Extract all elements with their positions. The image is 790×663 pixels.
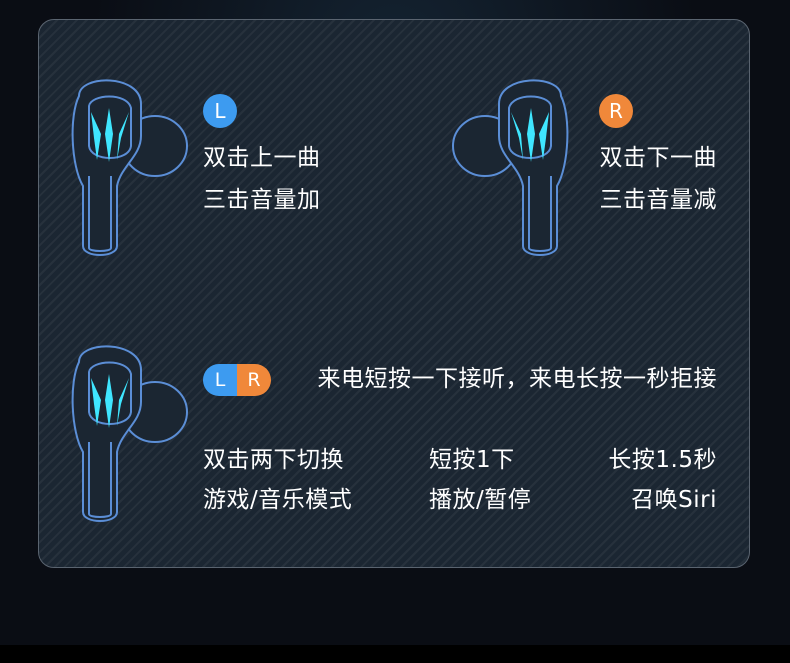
both-badge: L R — [203, 364, 271, 396]
call-instructions: 来电短按一下接听，来电长按一秒拒接 — [317, 366, 717, 392]
earbud-right-icon — [449, 76, 579, 261]
right-line2: 三击音量减 — [599, 187, 717, 213]
earbud-left-icon — [61, 76, 191, 261]
play-pause-line2: 播放/暂停 — [429, 487, 532, 513]
both-badge-right: R — [237, 364, 271, 396]
play-pause-line1: 短按1下 — [429, 447, 515, 473]
left-badge: L — [203, 94, 237, 128]
mode-switch-line2: 游戏/音乐模式 — [203, 487, 353, 513]
siri-line1: 长按1.5秒 — [608, 447, 717, 473]
left-line1: 双击上一曲 — [203, 145, 321, 171]
controls-card: L 双击上一曲 三击音量加 — [38, 19, 750, 568]
mode-switch-line1: 双击两下切换 — [203, 447, 344, 473]
earbud-both-icon — [61, 342, 191, 527]
left-line2: 三击音量加 — [203, 187, 321, 213]
right-badge: R — [599, 94, 633, 128]
siri-line2: 召唤Siri — [631, 487, 717, 513]
both-badge-left: L — [203, 364, 237, 396]
right-line1: 双击下一曲 — [599, 145, 717, 171]
bottom-strip — [0, 645, 790, 663]
